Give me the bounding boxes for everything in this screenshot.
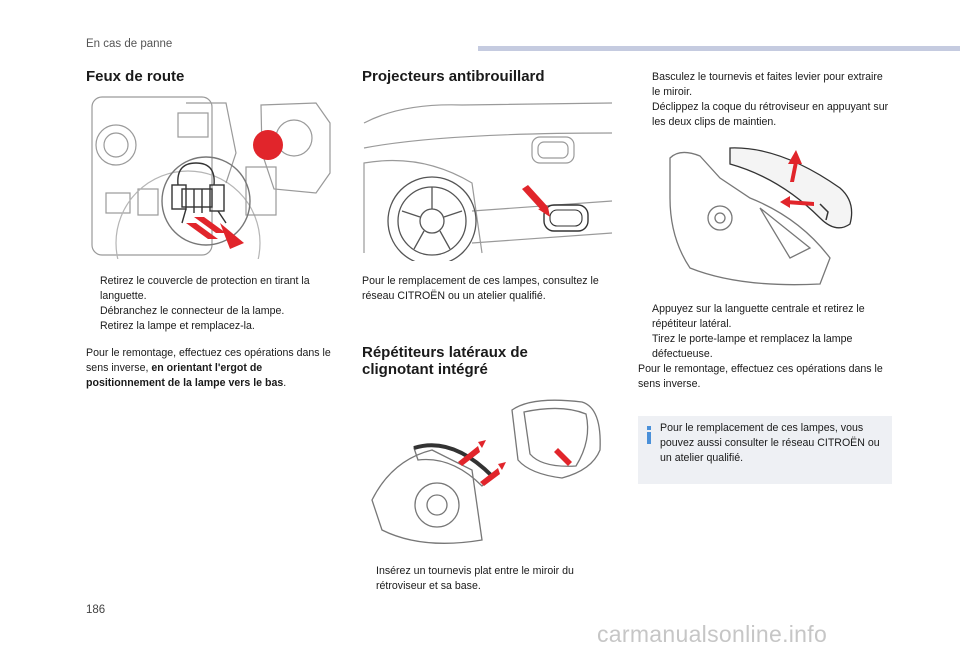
col3-bullet-1: Basculez le tournevis et faites levier p… xyxy=(652,71,883,98)
heading-projecteurs-antibrouillard: Projecteurs antibrouillard xyxy=(362,68,545,85)
col3-bullet-3: Appuyez sur la languette centrale et ret… xyxy=(652,303,865,330)
col3-remontage-paragraph: Pour le remontage, effectuez ces opérati… xyxy=(638,363,883,390)
col2-bullet-screwdriver: Insérez un tournevis plat entre le miroi… xyxy=(376,565,574,592)
heading-repetiteurs-lateraux: Répétiteurs latéraux de clignotant intég… xyxy=(362,344,528,378)
mirror-illustration-1 xyxy=(362,390,616,550)
col1-bullet-3: Retirez la lampe et remplacez-la. xyxy=(100,320,255,332)
page-number: 186 xyxy=(86,604,106,616)
info-icon xyxy=(647,426,651,444)
info-box: Pour le remplacement de ces lampes, vous… xyxy=(638,416,892,484)
mirror-illustration-2 xyxy=(660,138,870,288)
headlamp-illustration xyxy=(86,93,336,259)
col2-paragraph-fog: Pour le remplacement de ces lampes, cons… xyxy=(362,275,599,302)
col1-bullet-2: Débranchez le connecteur de la lampe. xyxy=(100,305,285,317)
info-text: Pour le remplacement de ces lampes, vous… xyxy=(660,422,880,464)
col3-bullet-2: Déclippez la coque du rétroviseur en app… xyxy=(652,101,889,128)
heading-feux-de-route: Feux de route xyxy=(86,68,185,85)
col1-remontage-paragraph: Pour le remontage, effectuez ces opérati… xyxy=(86,347,331,389)
fog-lamp-illustration xyxy=(362,93,616,261)
col1-bullet-1: Retirez le couvercle de protection en ti… xyxy=(100,275,310,302)
section-header: En cas de panne xyxy=(86,38,173,50)
header-bar xyxy=(478,46,960,51)
watermark: carmanualsonline.info xyxy=(597,621,828,647)
col3-bullet-4: Tirez le porte-lampe et remplacez la lam… xyxy=(652,333,853,360)
